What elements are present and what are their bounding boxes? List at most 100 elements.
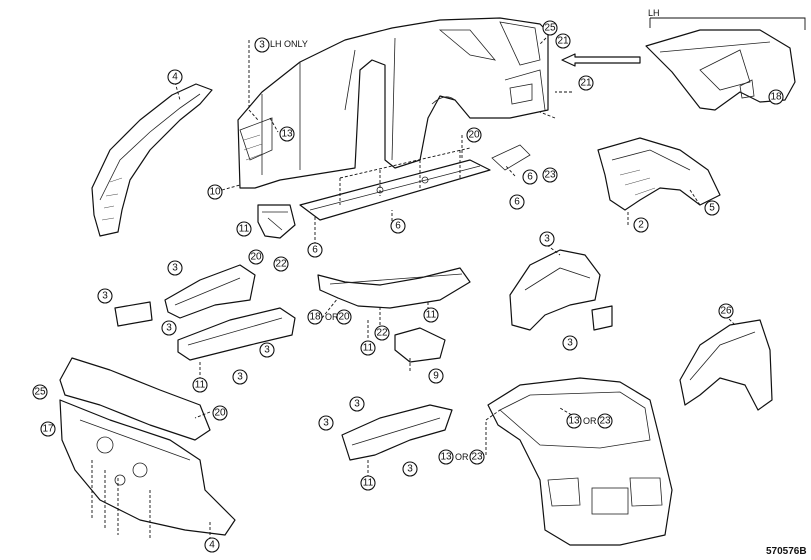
floor-crossmember bbox=[317, 267, 471, 363]
or-text-door-top: OR bbox=[583, 416, 597, 426]
callout-3-wheel-low: 3 bbox=[562, 335, 578, 351]
callout-3-floor-left: 3 bbox=[318, 415, 334, 431]
svg-text:3: 3 bbox=[323, 418, 329, 429]
callout-17-top: 21 bbox=[555, 33, 571, 49]
callout-20: 23 bbox=[542, 167, 558, 183]
callout-2: 2 bbox=[633, 217, 649, 233]
callout-6-a: 6 bbox=[522, 169, 538, 185]
svg-text:21: 21 bbox=[580, 78, 592, 89]
svg-text:23: 23 bbox=[599, 416, 611, 427]
or-text-15-16: OR bbox=[325, 312, 339, 322]
callout-13-door-left: 13 bbox=[438, 449, 454, 465]
callout-4-bottom: 4 bbox=[204, 537, 220, 553]
svg-text:25: 25 bbox=[34, 387, 46, 398]
svg-text:20: 20 bbox=[214, 408, 226, 419]
svg-text:11: 11 bbox=[363, 478, 374, 489]
svg-text:26: 26 bbox=[720, 306, 732, 317]
svg-text:3: 3 bbox=[102, 291, 108, 302]
callout-21-cross: 22 bbox=[374, 325, 390, 341]
svg-text:20: 20 bbox=[338, 312, 350, 323]
svg-text:3: 3 bbox=[567, 338, 573, 349]
callout-15-lh: 18 bbox=[768, 89, 784, 105]
callout-3-member-low: 3 bbox=[232, 369, 248, 385]
svg-text:5: 5 bbox=[709, 203, 715, 214]
svg-text:25: 25 bbox=[544, 23, 556, 34]
svg-text:22: 22 bbox=[275, 259, 287, 270]
callout-3-lh: 3 bbox=[254, 37, 270, 53]
callout-21-bracket: 22 bbox=[273, 256, 289, 272]
callout-16-bracket: 20 bbox=[248, 249, 264, 265]
pillar-bracket bbox=[257, 204, 296, 239]
svg-text:13: 13 bbox=[281, 129, 293, 140]
svg-text:20: 20 bbox=[250, 252, 262, 263]
wheelhouse-inner bbox=[509, 249, 613, 331]
front-pillar bbox=[91, 83, 213, 237]
callout-13-top: 13 bbox=[279, 126, 295, 142]
svg-text:11: 11 bbox=[363, 343, 374, 354]
callout-3-member-right: 3 bbox=[259, 342, 275, 358]
svg-text:3: 3 bbox=[237, 372, 243, 383]
svg-text:17: 17 bbox=[42, 424, 54, 435]
callout-22: 25 bbox=[32, 384, 48, 400]
svg-text:9: 9 bbox=[433, 371, 439, 382]
svg-text:21: 21 bbox=[557, 36, 569, 47]
front-side-member bbox=[114, 264, 296, 361]
svg-text:6: 6 bbox=[395, 221, 401, 232]
callout-3-wheel: 3 bbox=[539, 231, 555, 247]
dash-panel bbox=[59, 357, 236, 540]
callout-11-floor: 11 bbox=[360, 475, 376, 491]
lh-label: LH bbox=[648, 8, 660, 18]
svg-text:18: 18 bbox=[309, 312, 321, 323]
callout-5: 5 bbox=[704, 200, 720, 216]
callout-11-member: 11 bbox=[192, 377, 208, 393]
lh-only-label: LH ONLY bbox=[270, 39, 308, 49]
svg-text:6: 6 bbox=[527, 172, 533, 183]
svg-text:22: 22 bbox=[376, 328, 388, 339]
rear-wheelhouse bbox=[597, 137, 721, 211]
callout-10: 10 bbox=[207, 184, 223, 200]
callout-23-door-top: 23 bbox=[597, 413, 613, 429]
callout-11-cross-a: 11 bbox=[423, 307, 439, 323]
callout-11-bracket: 11 bbox=[236, 221, 252, 237]
lh-quarter-panel bbox=[561, 17, 806, 111]
svg-text:23: 23 bbox=[544, 170, 556, 181]
quarter-wheelhouse bbox=[679, 319, 773, 411]
callout-4-top: 4 bbox=[167, 69, 183, 85]
svg-text:3: 3 bbox=[354, 399, 360, 410]
rocker-sill bbox=[299, 144, 531, 221]
callout-3-member-left: 3 bbox=[97, 288, 113, 304]
callout-3-member-top: 3 bbox=[167, 260, 183, 276]
svg-text:11: 11 bbox=[195, 380, 206, 391]
svg-text:11: 11 bbox=[426, 310, 437, 321]
svg-text:13: 13 bbox=[568, 416, 580, 427]
callout-11-cross-b: 11 bbox=[360, 340, 376, 356]
svg-text:13: 13 bbox=[440, 452, 452, 463]
document-code: 570576B bbox=[766, 546, 807, 557]
callout-17-right: 21 bbox=[578, 75, 594, 91]
callout-23-door-left: 23 bbox=[469, 449, 485, 465]
callout-6-d: 6 bbox=[307, 242, 323, 258]
or-text-door-left: OR bbox=[455, 452, 469, 462]
svg-text:23: 23 bbox=[471, 452, 483, 463]
callout-3-floor-top: 3 bbox=[349, 396, 365, 412]
side-outer-panel bbox=[237, 17, 549, 189]
callout-6-c: 6 bbox=[390, 218, 406, 234]
callout-6-b: 6 bbox=[509, 194, 525, 210]
svg-text:4: 4 bbox=[172, 72, 178, 83]
callout-16-cross: 20 bbox=[336, 309, 352, 325]
callout-16-sill: 20 bbox=[466, 127, 482, 143]
rear-floor-member bbox=[341, 404, 453, 461]
svg-text:18: 18 bbox=[770, 92, 782, 103]
svg-text:11: 11 bbox=[239, 224, 250, 235]
svg-text:2: 2 bbox=[638, 220, 644, 231]
svg-text:20: 20 bbox=[468, 130, 480, 141]
callout-26: 25 bbox=[542, 20, 558, 36]
svg-text:10: 10 bbox=[209, 187, 221, 198]
svg-text:3: 3 bbox=[544, 234, 550, 245]
callout-3-floor-right: 3 bbox=[402, 461, 418, 477]
svg-text:3: 3 bbox=[264, 345, 270, 356]
back-door bbox=[487, 377, 673, 546]
callout-9: 9 bbox=[428, 368, 444, 384]
